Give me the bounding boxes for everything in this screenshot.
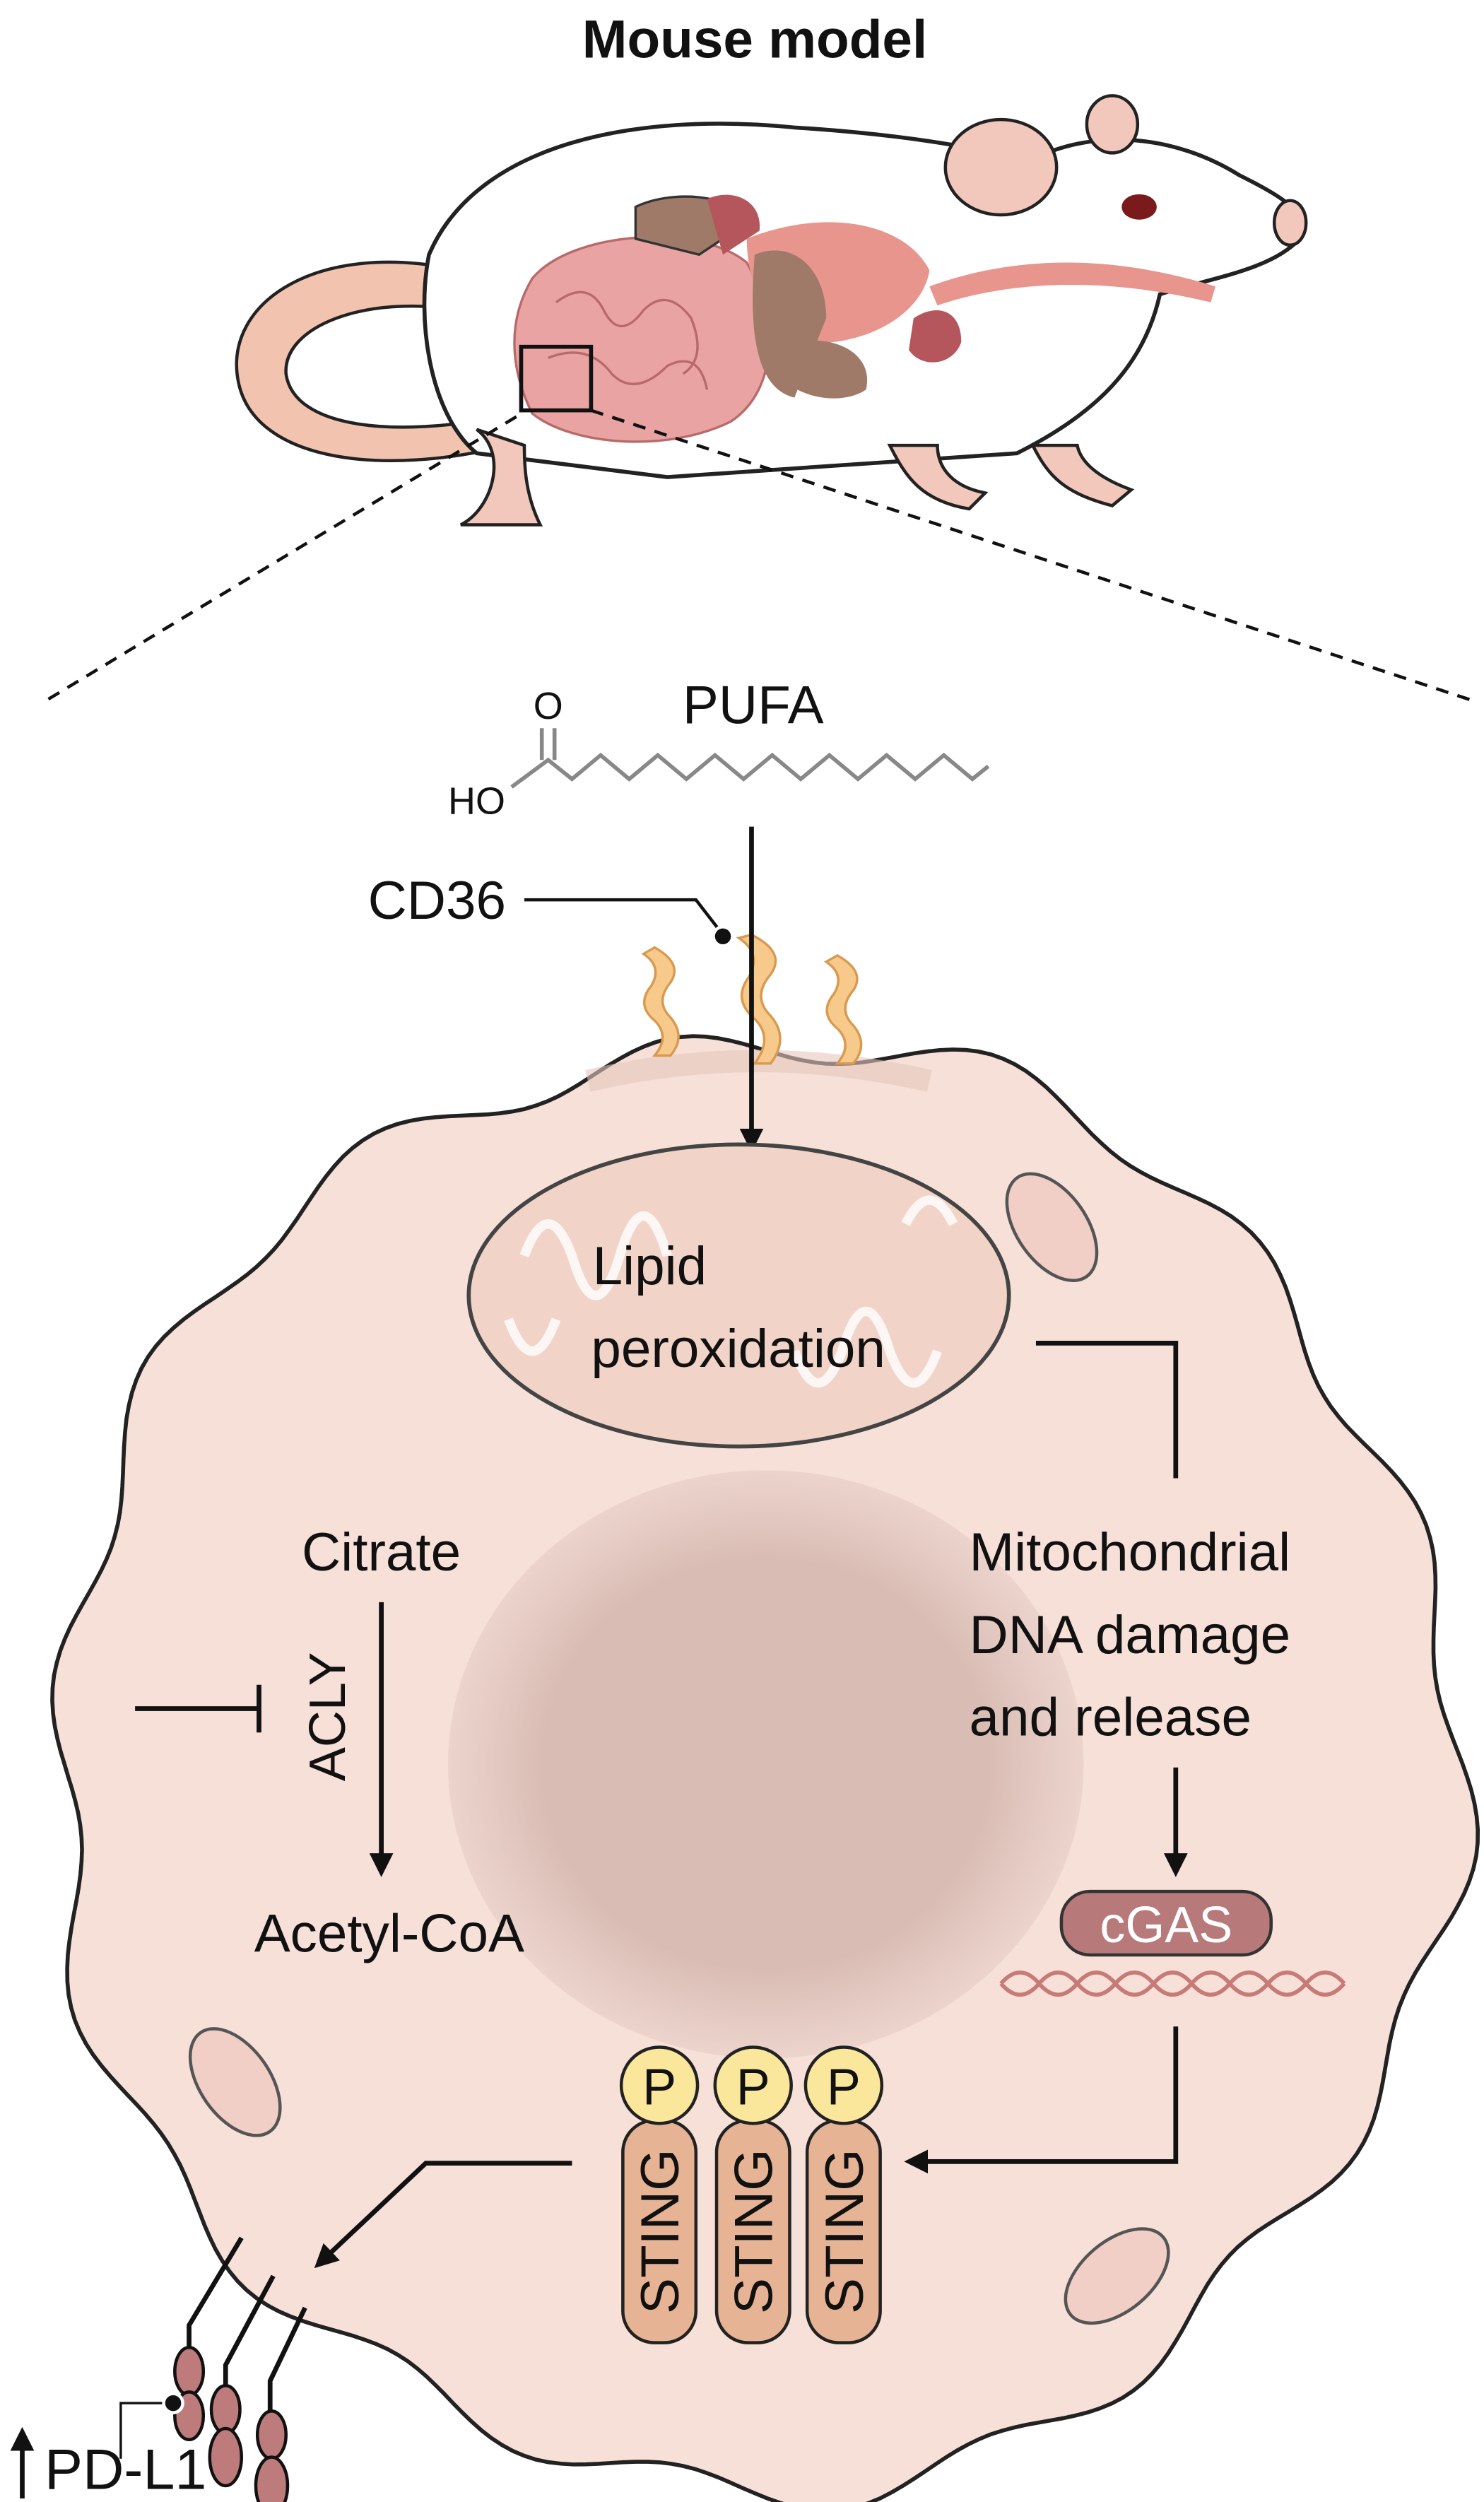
pdl1-proteins: [173, 2236, 307, 2502]
pdl1-pointer-dot: [162, 2392, 184, 2414]
mitochondrion: [466, 1142, 1011, 1449]
sting-label: STING: [630, 2149, 690, 2314]
acetylcoa-label: Acetyl-CoA: [254, 1904, 524, 1964]
cgas-to-sting-arrow: [904, 2026, 1179, 2174]
sting-group: STING P STING P STING P: [619, 2045, 884, 2344]
cd36-pointer: [524, 898, 724, 936]
lipid-peroxidation-line2: peroxidation: [591, 1319, 885, 1379]
zoom-region-box: [519, 344, 594, 413]
dna-helix-icon: [999, 1971, 1346, 1997]
mtdna-line1: Mitochondrial: [970, 1522, 1291, 1582]
citrate-label: Citrate: [302, 1522, 461, 1582]
phosphate-circle: [713, 2045, 793, 2125]
mouse-illustration: [235, 94, 1308, 527]
cd36-receptors: [641, 933, 863, 1065]
zoom-line-left: [47, 415, 517, 701]
sting-label: STING: [724, 2149, 784, 2314]
sting-protein: STING P: [619, 2045, 700, 2344]
acly-label: ACLY: [300, 1652, 356, 1781]
hydroxyl-label: HO: [448, 780, 505, 823]
mtdna-line3: and release: [970, 1688, 1252, 1748]
phosphate-circle: [619, 2045, 700, 2125]
sting-label: STING: [815, 2149, 875, 2314]
mtdna-line2: DNA damage: [970, 1605, 1291, 1665]
cd36-label: CD36: [368, 871, 506, 931]
cgas-pill: [1059, 1889, 1273, 1957]
sting-protein: STING P: [803, 2045, 884, 2344]
sting-to-pdl1-arrow: [314, 2161, 572, 2269]
phosphate-label: P: [642, 2059, 676, 2115]
zoom-line-right: [590, 409, 1471, 701]
mito-to-mtdna-connector: [1035, 1341, 1179, 1479]
title: Mouse model: [582, 9, 927, 69]
nucleus: [448, 1470, 1084, 2059]
oxygen-label: O: [534, 685, 563, 727]
small-mitochondrion: [188, 1172, 1170, 2325]
pdl1-pointer: [119, 2402, 167, 2459]
pufa-chain: [510, 728, 990, 789]
lipid-peroxidation-line1: Lipid: [593, 1236, 707, 1296]
cgas-label: cGAS: [1100, 1897, 1232, 1954]
phosphate-label: P: [736, 2059, 770, 2115]
phosphate-circle: [803, 2045, 884, 2125]
pdl1-label: PD-L1: [45, 2438, 206, 2501]
sting-protein: STING P: [713, 2045, 793, 2344]
cd36-pointer-dot: [712, 925, 734, 948]
pufa-label: PUFA: [683, 676, 824, 736]
phosphate-label: P: [827, 2059, 861, 2115]
acly-inhibition: [135, 1684, 261, 1733]
